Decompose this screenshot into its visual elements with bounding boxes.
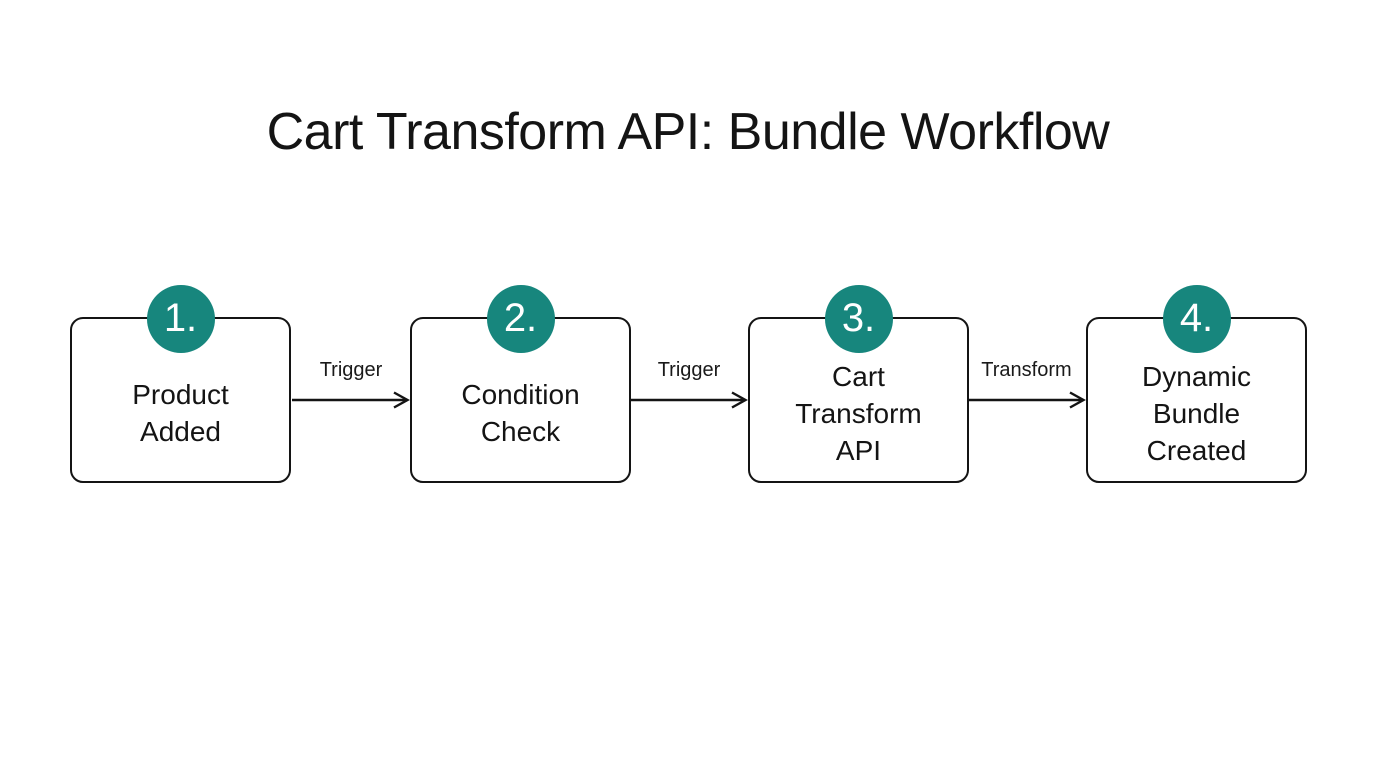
arrow-right-icon: [630, 391, 748, 409]
node-label-cart-transform-api: Cart Transform API: [795, 360, 922, 466]
step-number-badge-1: 1.: [146, 285, 215, 353]
connector-label-transform: Transform: [981, 359, 1072, 381]
node-label-condition-check: Condition Check: [461, 379, 580, 447]
connector-label-trigger-2: Trigger: [657, 359, 721, 381]
node-cart-transform-api: 3. Cart Transform API: [748, 285, 969, 483]
connector-trigger-2: Trigger: [630, 355, 748, 415]
step-number-badge-3: 3.: [824, 285, 893, 353]
arrow-right-icon: [292, 391, 410, 409]
node-label-dynamic-bundle-created: Dynamic Bundle Created: [1142, 360, 1251, 466]
node-condition-check: 2. Condition Check: [410, 285, 631, 483]
connector-trigger-1: Trigger: [292, 355, 410, 415]
step-number-badge-4: 4.: [1162, 285, 1231, 353]
connector-transform: Transform: [967, 355, 1086, 415]
connector-label-trigger-1: Trigger: [319, 359, 383, 381]
node-product-added: 1. Product Added: [70, 285, 291, 483]
arrow-right-icon: [967, 391, 1086, 409]
diagram-title: Cart Transform API: Bundle Workflow: [266, 103, 1110, 161]
step-number-badge-2: 2.: [486, 285, 555, 353]
node-label-product-added: Product Added: [132, 379, 229, 447]
node-dynamic-bundle-created: 4. Dynamic Bundle Created: [1086, 285, 1307, 483]
